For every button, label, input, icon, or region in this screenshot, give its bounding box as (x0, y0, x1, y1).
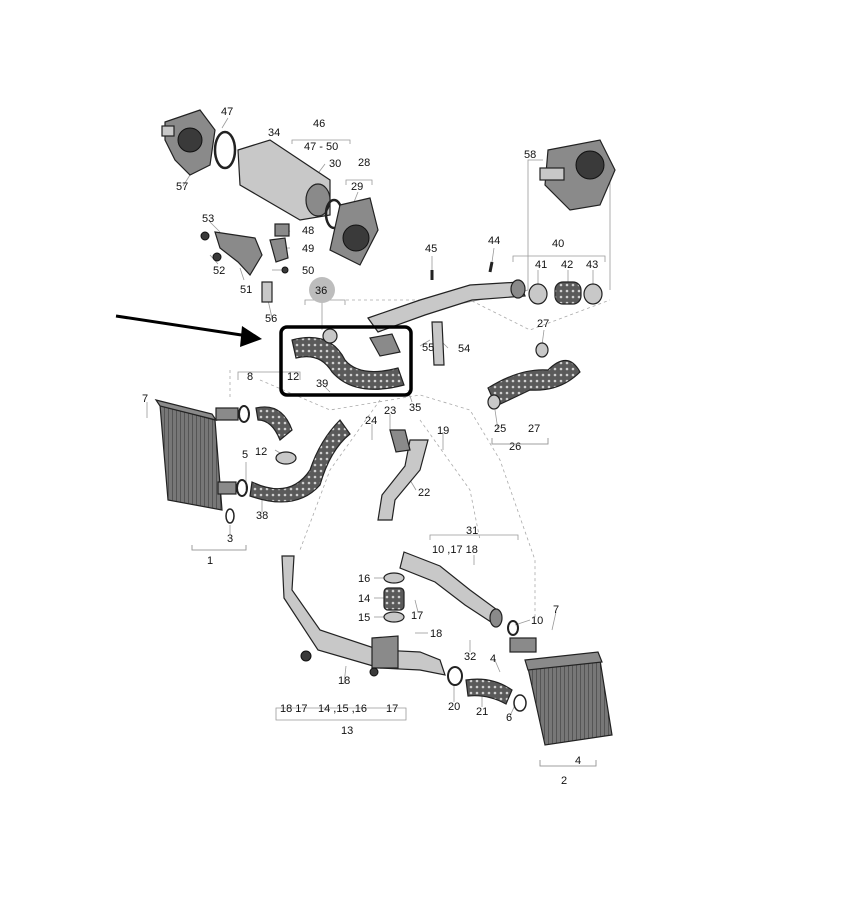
callout-6: 6 (506, 712, 512, 724)
charge-pipe-upper (367, 279, 526, 333)
bolts-44-45 (430, 261, 494, 280)
callout-44: 44 (488, 235, 500, 247)
callout-25: 25 (494, 423, 506, 435)
pointer-arrow-head (240, 326, 262, 347)
clamps-41-43 (528, 281, 603, 305)
callout-26: 26 (509, 441, 521, 453)
callout-55: 55 (422, 342, 434, 354)
parts-14-16 (383, 572, 405, 623)
intake-pipe-34 (237, 139, 331, 221)
throttle-body-57 (161, 109, 216, 176)
flap-housing-28 (329, 197, 379, 266)
callout-36-badge (309, 277, 335, 303)
callout-30: 30 (329, 158, 341, 170)
callout-7-lower: 7 (553, 604, 559, 616)
callout-1: 1 (207, 555, 213, 567)
callout-24: 24 (365, 415, 377, 427)
small-parts-48-50 (200, 223, 290, 303)
callout-18-17: 18 17 (280, 703, 308, 715)
callout-14: 14 (358, 593, 370, 605)
callout-54: 54 (458, 343, 470, 355)
callout-39: 39 (316, 378, 328, 390)
group-brackets (191, 438, 597, 767)
callout-47-50: 47 - 50 (304, 141, 338, 153)
callout-31: 31 (466, 525, 478, 537)
callout-2: 2 (561, 775, 567, 787)
callout-7-upper: 7 (142, 393, 148, 405)
callout-20: 20 (448, 701, 460, 713)
callout-21: 21 (476, 706, 488, 718)
hoses-8-38 (249, 406, 351, 503)
gasket-47 (213, 130, 237, 170)
callout-47: 47 (221, 106, 233, 118)
callout-56: 56 (265, 313, 277, 325)
callout-12-upper: 12 (287, 371, 299, 383)
callout-32: 32 (464, 651, 476, 663)
callout-45: 45 (425, 243, 437, 255)
intercooler-2 (507, 620, 613, 746)
callout-53: 53 (202, 213, 214, 225)
callout-51: 51 (240, 284, 252, 296)
callout-3: 3 (227, 533, 233, 545)
callout-23: 23 (384, 405, 396, 417)
callout-22: 22 (418, 487, 430, 499)
callout-12-lower: 12 (255, 446, 267, 458)
callout-18-lower: 18 (338, 675, 350, 687)
callout-40: 40 (552, 238, 564, 250)
callout-18-mid: 18 (430, 628, 442, 640)
callout-16: 16 (358, 573, 370, 585)
callout-4-lower: 4 (575, 755, 581, 767)
pipe-22 (377, 429, 429, 521)
callout-13: 13 (341, 725, 353, 737)
hose-36 (291, 328, 405, 390)
callout-38: 38 (256, 510, 268, 522)
callout-50: 50 (302, 265, 314, 277)
callout-46: 46 (313, 118, 325, 130)
pointer-arrow-shaft (115, 314, 249, 338)
pipe-31 (399, 551, 503, 628)
callout-10-17-18: 10 ,17 18 (432, 544, 478, 556)
callout-52: 52 (213, 265, 225, 277)
highlight-box (279, 325, 413, 397)
callout-42: 42 (561, 259, 573, 271)
callout-57: 57 (176, 181, 188, 193)
highlight-annotation (115, 277, 413, 397)
callout-43: 43 (586, 259, 598, 271)
callout-34: 34 (268, 127, 280, 139)
callout-17-lower: 17 (386, 703, 398, 715)
assembly-guides (229, 299, 611, 620)
callout-36: 36 (315, 285, 327, 297)
callout-35: 35 (409, 402, 421, 414)
callout-41: 41 (535, 259, 547, 271)
pipe-13 (281, 555, 446, 677)
callout-17-mid: 17 (411, 610, 423, 622)
callout-48: 48 (302, 225, 314, 237)
hose-21 (447, 666, 527, 712)
callout-58: 58 (524, 149, 536, 161)
callout-5: 5 (242, 449, 248, 461)
callout-14-15-16: 14 ,15 ,16 (318, 703, 367, 715)
callout-4-mid: 4 (490, 653, 496, 665)
callout-27-lower: 27 (528, 423, 540, 435)
intercooler-1 (154, 399, 250, 524)
egr-valve-58 (539, 139, 616, 211)
callout-15: 15 (358, 612, 370, 624)
callout-28: 28 (358, 157, 370, 169)
hose-27 (487, 342, 581, 410)
callout-10: 10 (531, 615, 543, 627)
callout-27-upper: 27 (537, 318, 549, 330)
bracket-54 (431, 321, 445, 366)
bracket-51 (214, 231, 263, 276)
callout-8: 8 (247, 371, 253, 383)
callout-29: 29 (351, 181, 363, 193)
callout-19: 19 (437, 425, 449, 437)
callout-49: 49 (302, 243, 314, 255)
